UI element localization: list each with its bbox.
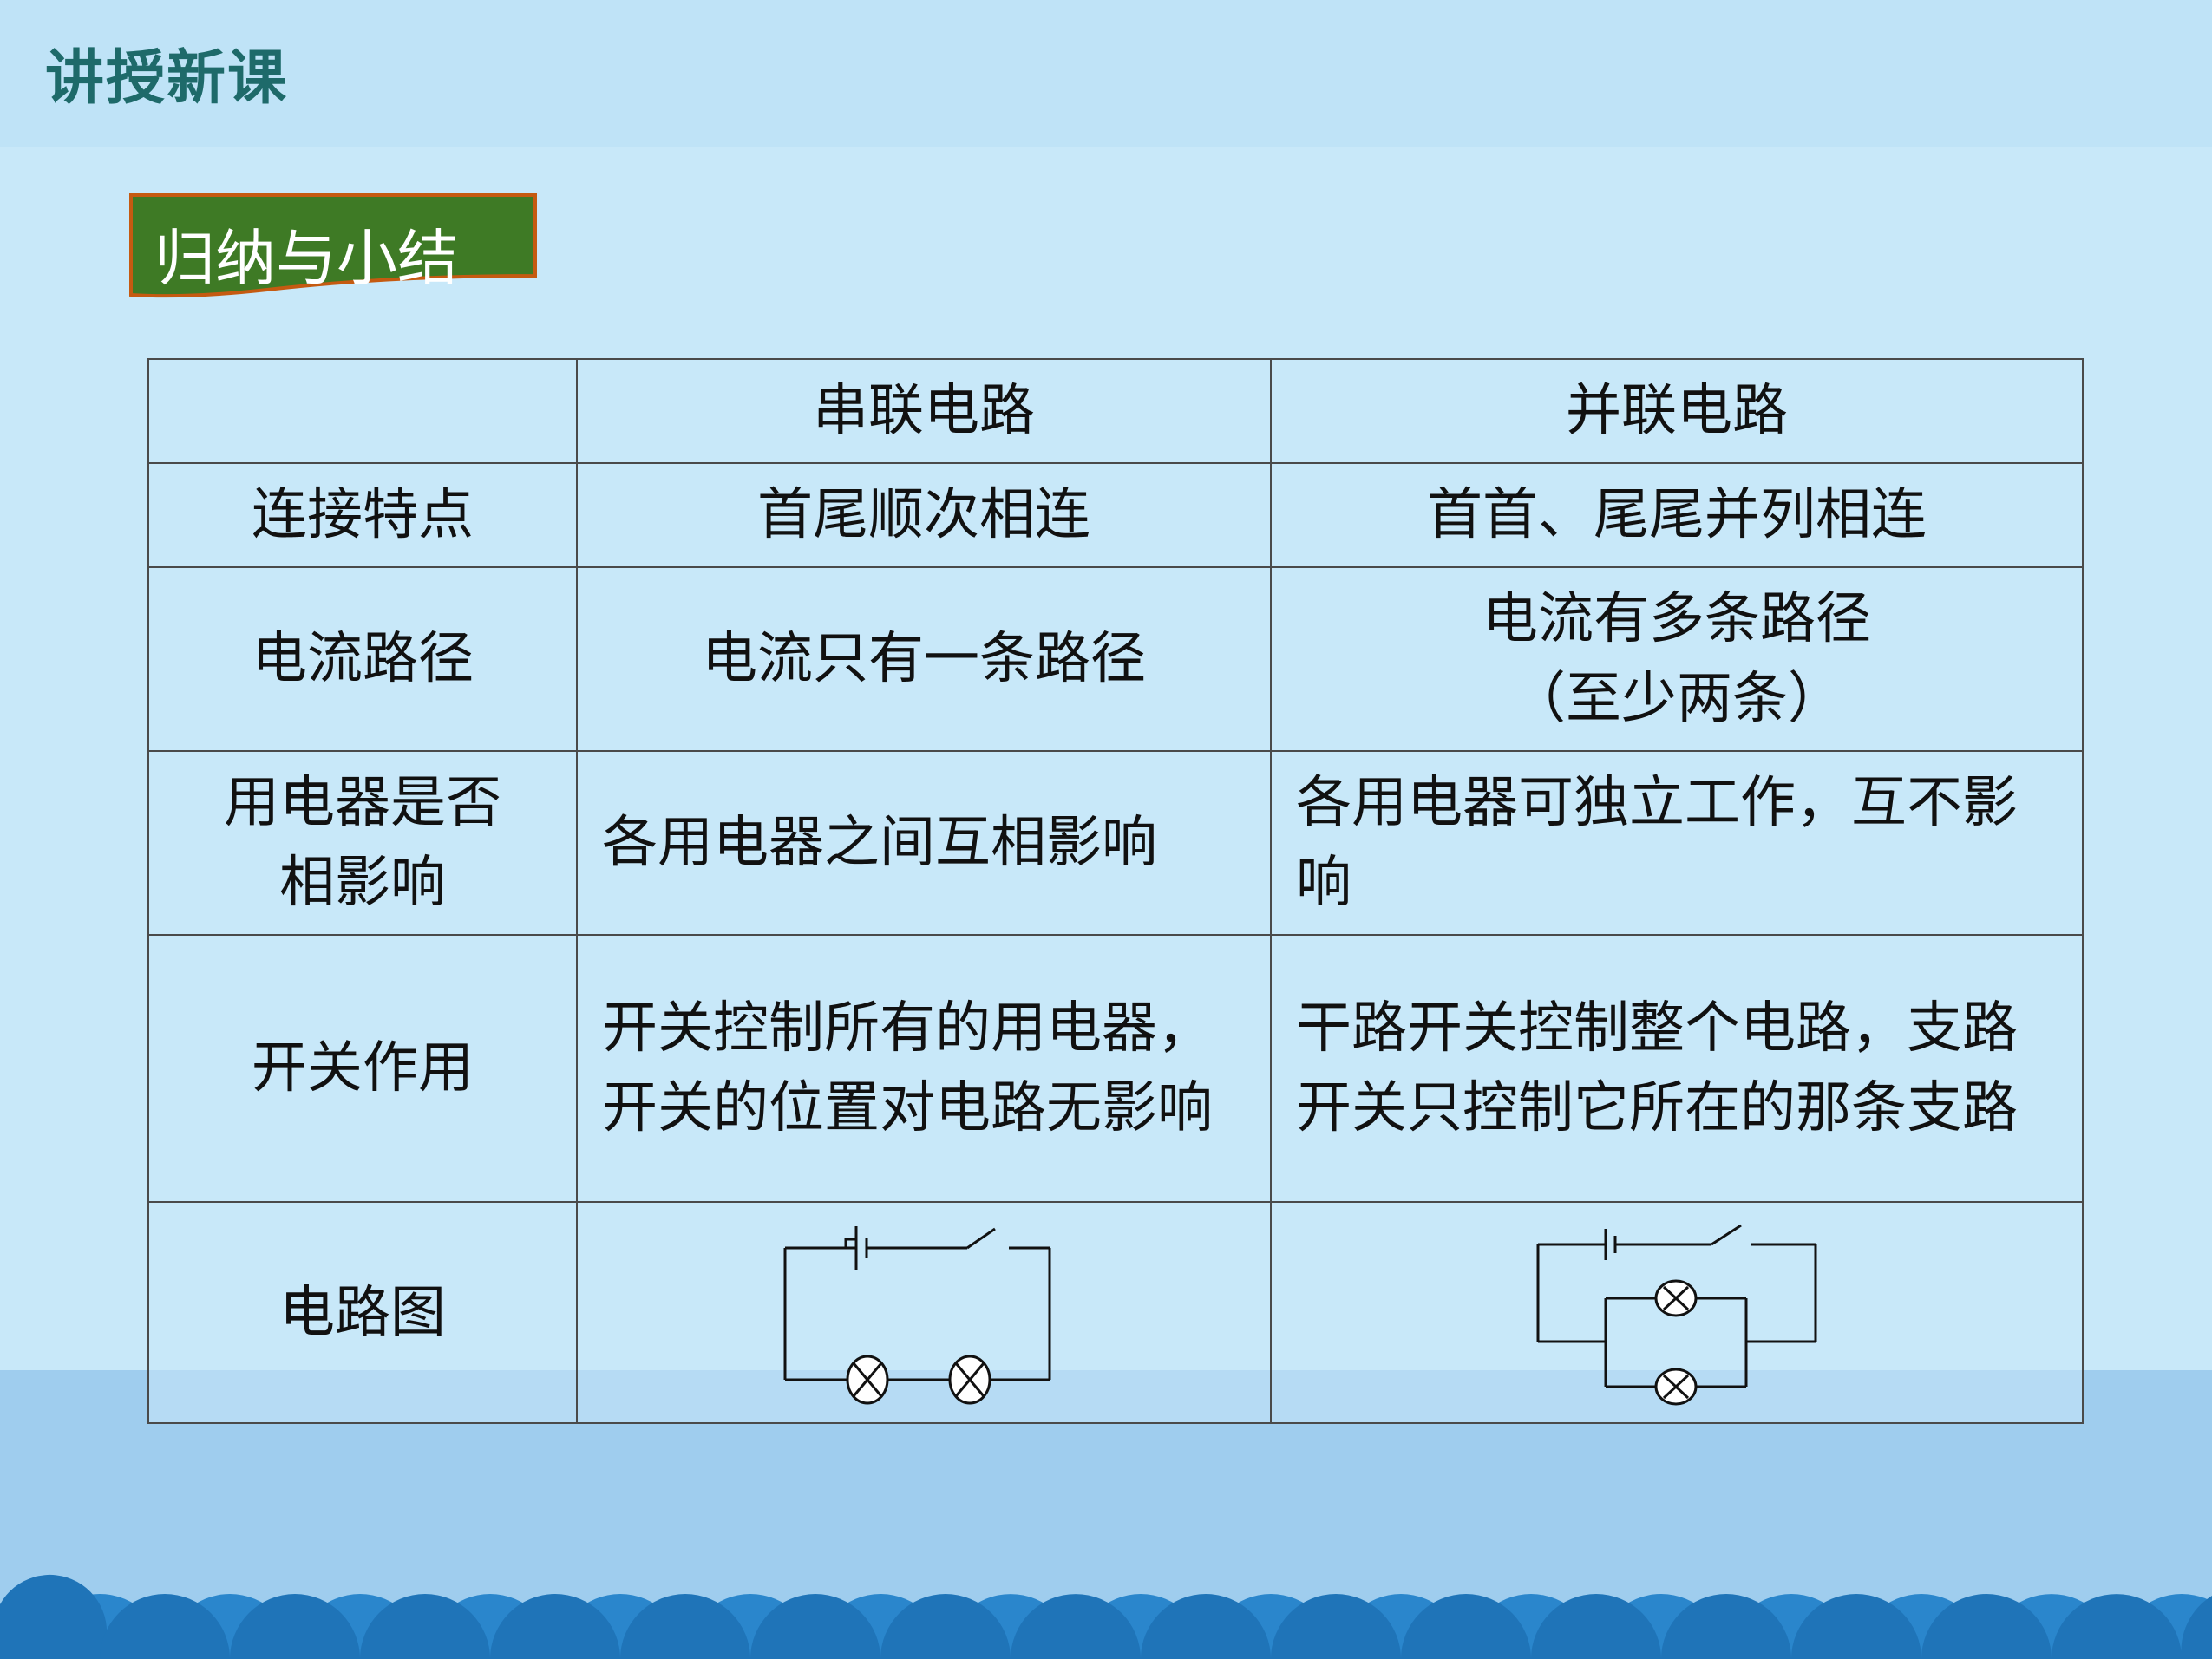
table-row: 电路图 [147, 1201, 2084, 1424]
wave-decoration [0, 1574, 2212, 1659]
switch-blade [1711, 1224, 1742, 1245]
table-row: 电流路径 电流只有一条路径 电流有多条路径 （至少两条） [147, 566, 2084, 752]
header-cell-empty [147, 358, 578, 464]
series-cell: 各用电器之间互相影响 [576, 750, 1272, 936]
page-title: 讲授新课 [45, 44, 289, 113]
header-cell-parallel: 并联电路 [1270, 358, 2084, 464]
row-label: 电流路径 [147, 566, 578, 752]
series-cell: 开关控制所有的用电器，开关的位置对电路无影响 [576, 934, 1272, 1203]
lamp-icon [1654, 1279, 1698, 1316]
series-cell: 电流只有一条路径 [576, 566, 1272, 752]
lamp-icon [846, 1355, 889, 1404]
parallel-cell: 首首、尾尾并列相连 [1270, 462, 2084, 568]
switch-blade [966, 1227, 996, 1249]
series-diagram-cell [576, 1201, 1272, 1424]
row-label: 用电器是否 相影响 [147, 750, 578, 936]
series-circuit-diagram [783, 1225, 1051, 1404]
table-header-row: 串联电路 并联电路 [147, 358, 2084, 464]
parallel-cell-line: 电流有多条路径 [1482, 587, 1871, 651]
parallel-cell: 各用电器可独立工作，互不影响 [1270, 750, 2084, 936]
banner-label: 归纳与小结 [154, 223, 458, 294]
lamp-icon [1654, 1368, 1698, 1405]
row-label: 电路图 [147, 1201, 578, 1424]
parallel-cell: 电流有多条路径 （至少两条） [1270, 566, 2084, 752]
row-label: 连接特点 [147, 462, 578, 568]
parallel-cell-line: （至少两条） [1510, 667, 1843, 731]
parallel-cell: 干路开关控制整个电路，支路开关只控制它所在的那条支路 [1270, 934, 2084, 1203]
summary-banner: 归纳与小结 [128, 193, 538, 304]
row-label-line: 相影响 [279, 851, 446, 915]
comparison-table: 串联电路 并联电路 连接特点 首尾顺次相连 首首、尾尾并列相连 电流路径 电流只… [147, 358, 2084, 1424]
header-band [0, 0, 2212, 147]
table-row: 连接特点 首尾顺次相连 首首、尾尾并列相连 [147, 462, 2084, 568]
parallel-circuit-diagram [1536, 1224, 1817, 1405]
row-label: 开关作用 [147, 934, 578, 1203]
lamp-icon [948, 1355, 991, 1404]
banner-shape [129, 193, 537, 298]
row-label-line: 用电器是否 [224, 771, 501, 835]
table-row: 用电器是否 相影响 各用电器之间互相影响 各用电器可独立工作，互不影响 [147, 750, 2084, 936]
series-cell: 首尾顺次相连 [576, 462, 1272, 568]
header-cell-series: 串联电路 [576, 358, 1272, 464]
parallel-diagram-cell [1270, 1201, 2084, 1424]
table-row: 开关作用 开关控制所有的用电器，开关的位置对电路无影响 干路开关控制整个电路，支… [147, 934, 2084, 1203]
